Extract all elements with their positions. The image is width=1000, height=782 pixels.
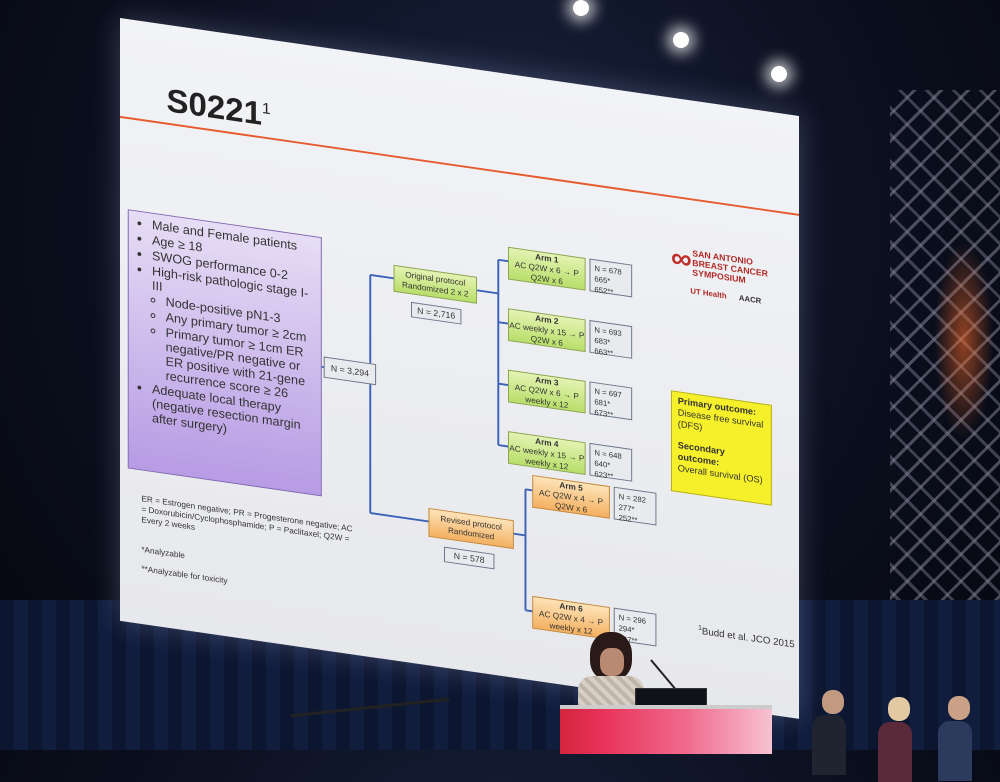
arm-1-n-box: N = 678 665* 652** [589,258,633,298]
presenter-face [600,648,624,676]
projection-screen: S02211 ∞ SAN ANTONIO BREAST CANCER SYMPO… [120,18,799,719]
panelist-head [948,696,970,720]
stage-light [573,0,589,16]
arm-3-n-box: N = 697 681* 673** [589,381,633,421]
arm-2-n-box: N = 693 683* 663** [589,320,633,359]
panelist-head [822,690,844,714]
arm-4-n-box: N = 648 640* 623** [589,442,633,482]
outcome-box: Primary outcome: Disease free survival (… [670,390,772,506]
panelist [812,715,846,775]
flow-connectors [321,258,533,613]
podium [560,705,772,754]
stage-light [673,32,689,48]
arm-5-n-box: N = 282 277* 252** [613,486,657,526]
panelist [878,722,912,782]
truss-glow [934,240,994,440]
panelist-head [888,697,910,721]
panelist [938,721,972,781]
stage-light [771,66,787,82]
